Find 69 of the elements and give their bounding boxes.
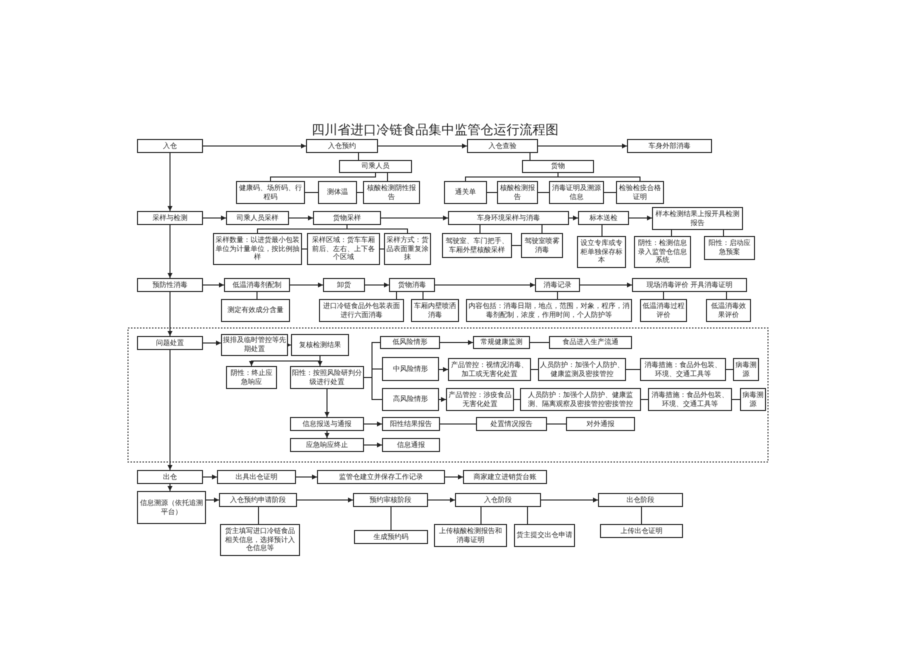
connector-line: [387, 172, 388, 182]
arrow: [168, 224, 172, 278]
arrow: [290, 282, 324, 288]
arrow: [168, 350, 172, 470]
connector-line: [726, 292, 727, 300]
connector-line: [486, 192, 498, 193]
connector-line: [356, 192, 364, 193]
arrow: [202, 144, 306, 148]
arrow: [364, 422, 382, 426]
arrow: [628, 216, 652, 220]
connector-line: [512, 245, 522, 246]
connector-line: [558, 172, 640, 182]
arrow: [288, 216, 314, 220]
arrow: [568, 216, 578, 220]
arrow: [286, 342, 292, 348]
connector-line: [538, 192, 550, 193]
connector-line: [723, 230, 724, 236]
connector-line: [626, 369, 640, 370]
arrow: [378, 144, 468, 148]
arrow: [202, 340, 222, 346]
arrow: [202, 216, 226, 220]
arrow: [438, 367, 448, 372]
connector-line: [422, 292, 424, 300]
connector-line: [304, 192, 318, 193]
connector-line: [480, 506, 482, 524]
connector-line: [732, 399, 740, 400]
connector-line: [557, 292, 558, 300]
connector-line: [358, 152, 359, 160]
arrow: [444, 474, 464, 480]
arrow: [202, 474, 218, 480]
connector-line: [530, 369, 538, 370]
connector-line: [604, 192, 616, 193]
connector-line: [527, 506, 528, 524]
arrow: [380, 216, 448, 220]
connector-line: [530, 342, 550, 343]
arrow: [428, 498, 456, 502]
arrow: [324, 430, 330, 438]
arrow: [296, 498, 354, 502]
arrow: [364, 282, 390, 288]
arrow: [580, 282, 632, 288]
connector-line: [390, 506, 392, 530]
arrow: [438, 397, 446, 402]
connector-line: [641, 506, 642, 524]
connector-line: [726, 369, 734, 370]
arrow: [540, 498, 598, 502]
connector-line: [258, 506, 259, 524]
arrow: [168, 484, 172, 492]
connector-line: [380, 248, 384, 250]
arrow: [168, 152, 172, 212]
arrow: [434, 282, 536, 288]
arrow: [318, 356, 322, 366]
arrow: [296, 474, 318, 480]
connector-line: [640, 399, 648, 400]
arrow: [168, 292, 172, 336]
title: 四川省进口冷链食品集中监管仓运行流程图: [310, 122, 560, 139]
arrow: [202, 282, 224, 288]
connector-line: [256, 292, 258, 300]
connector-line: [514, 399, 520, 400]
arrow: [440, 340, 474, 345]
connector-line: [671, 230, 672, 236]
connector-line: [364, 377, 382, 400]
arrow: [538, 144, 628, 148]
connector-line: [663, 292, 664, 300]
arrow: [324, 388, 330, 418]
connector-line: [396, 292, 397, 300]
connector-line: [270, 172, 376, 182]
arrow: [206, 498, 220, 502]
arrow: [364, 442, 382, 448]
connector-line: [302, 248, 308, 250]
